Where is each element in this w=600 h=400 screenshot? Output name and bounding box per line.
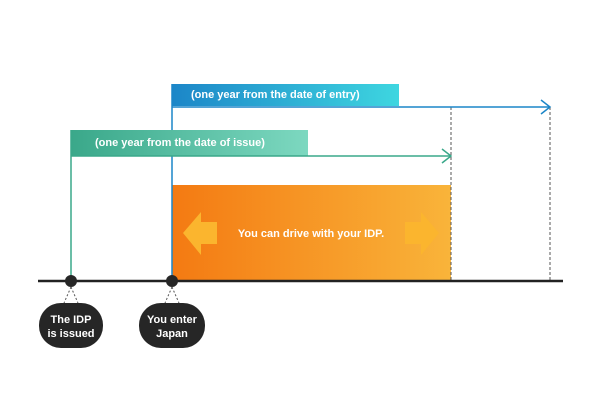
entry-arrowhead-icon xyxy=(540,99,552,115)
idp-issued-line-1: The IDP xyxy=(51,314,92,326)
arrow-left-icon xyxy=(183,212,217,255)
entry-banner-label: (one year from the date of entry) xyxy=(191,89,360,101)
entry-banner xyxy=(172,84,399,106)
enter-japan-marker xyxy=(166,275,178,287)
arrow-right-icon xyxy=(405,212,439,255)
drive-period-block xyxy=(172,185,451,281)
idp-issued-marker xyxy=(65,275,77,287)
enter-japan-callout: You enter Japan xyxy=(139,286,205,348)
idp-issued-callout: The IDP is issued xyxy=(39,286,103,348)
issue-banner xyxy=(71,130,308,156)
issue-arrowhead-icon xyxy=(441,148,453,164)
issue-banner-label: (one year from the date of issue) xyxy=(95,137,265,149)
enter-japan-line-2: Japan xyxy=(156,328,188,340)
drive-text: You can drive with your IDP. xyxy=(238,228,384,240)
enter-japan-line-1: You enter xyxy=(147,314,198,326)
idp-issued-line-2: is issued xyxy=(47,328,94,340)
